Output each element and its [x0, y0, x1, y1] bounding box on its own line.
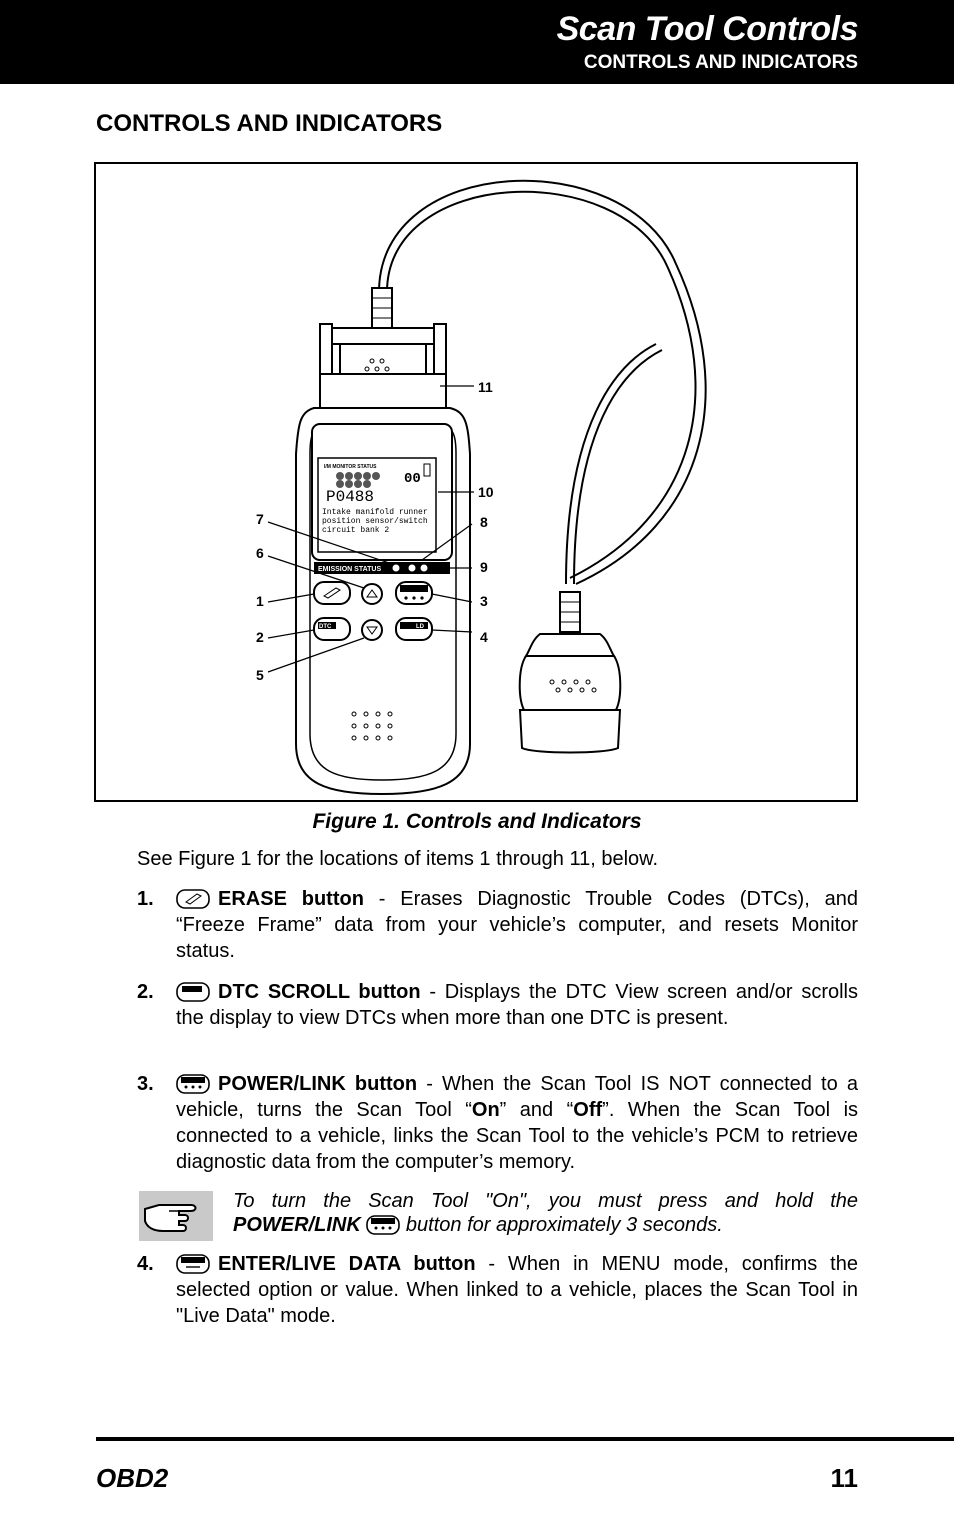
note-bold: POWER/LINK — [233, 1214, 361, 1236]
screen-line-3: circuit bank 2 — [322, 526, 389, 535]
off-word: Off — [573, 1099, 603, 1121]
callout-7: 7 — [256, 511, 264, 527]
list-item-erase: 1. ERASE button - Erases Diagnostic Trou… — [137, 886, 858, 964]
callout-5: 5 — [256, 667, 264, 683]
screen-line-2: position sensor/switch — [322, 517, 428, 526]
scan-tool-body: I/M MONITOR STATUS 00 P0488 Intake manif… — [295, 407, 471, 796]
page-header: Scan Tool Controls CONTROLS AND INDICATO… — [0, 0, 954, 84]
cable-outer — [378, 179, 707, 585]
section-heading: CONTROLS AND INDICATORS — [96, 110, 443, 137]
up-button — [361, 583, 383, 605]
item-text: - When in MENU mode, confirms the select… — [176, 1253, 858, 1327]
callout-9: 9 — [480, 559, 488, 575]
down-button — [361, 619, 383, 641]
on-word: On — [471, 1099, 500, 1121]
item-text: - When the Scan Tool IS NOT connected to… — [176, 1073, 858, 1121]
note-callout: To turn the Scan Tool "On", you must pre… — [137, 1189, 858, 1243]
footer-rule — [96, 1437, 954, 1441]
callout-1: 1 — [256, 593, 264, 609]
callout-10: 10 — [478, 484, 494, 500]
item-number: 1. — [137, 888, 154, 910]
header-title: Scan Tool Controls — [556, 10, 859, 48]
scan-tool-illustration: I/M MONITOR STATUS 00 P0488 Intake manif… — [256, 179, 707, 796]
page-number: 11 — [830, 1463, 859, 1493]
screen-code: P0488 — [326, 488, 374, 506]
item-label: DTC SCROLL button — [218, 981, 421, 1003]
item-number: 3. — [137, 1073, 154, 1095]
screen-line-1: Intake manifold runner — [322, 508, 428, 517]
screen-status-title: I/M MONITOR STATUS — [324, 464, 377, 470]
dtc-scroll-button-icon — [176, 982, 210, 1002]
item-text: - Displays the DTC View screen and/or sc… — [176, 981, 858, 1029]
callout-8: 8 — [480, 514, 488, 530]
figure-controls-indicators: I/M MONITOR STATUS 00 P0488 Intake manif… — [94, 162, 858, 802]
item-number: 2. — [137, 981, 154, 1003]
figure-caption: Figure 1. Controls and Indicators — [312, 810, 642, 833]
power-link-button-icon — [366, 1215, 401, 1235]
tool-connector — [319, 287, 447, 409]
item-label: ENTER/LIVE DATA button — [218, 1253, 476, 1275]
list-item-enter-live-data: 4. ENTER/LIVE DATA button - When in MENU… — [137, 1251, 858, 1329]
power-link-button-icon — [176, 1074, 210, 1094]
callout-6: 6 — [256, 545, 264, 561]
emission-status-label: EMISSION STATUS — [318, 566, 381, 573]
item-number: 4. — [137, 1253, 154, 1275]
erase-button — [313, 581, 351, 605]
item-label: ERASE button — [218, 888, 364, 910]
item-label: POWER/LINK button — [218, 1073, 418, 1095]
svg-text:LD: LD — [416, 624, 425, 630]
pointing-hand-icon — [139, 1191, 213, 1241]
cable-inner — [386, 190, 697, 579]
callout-2: 2 — [256, 629, 264, 645]
list-item-power-link: 3. POWER/LINK button - When the Scan Too… — [137, 1073, 859, 1173]
svg-text:DTC: DTC — [319, 624, 332, 630]
erase-button-icon — [176, 889, 210, 909]
header-subtitle: CONTROLS AND INDICATORS — [583, 52, 858, 73]
enter-live-data-button-icon — [176, 1254, 210, 1274]
intro-text: See Figure 1 for the locations of items … — [137, 848, 659, 870]
callout-4: 4 — [480, 629, 488, 645]
footer-product: OBD2 — [96, 1463, 169, 1493]
list-item-dtc-scroll: 2. DTC SCROLL button - Displays the DTC … — [137, 979, 858, 1031]
item-text: - Erases Diagnostic Trouble Codes (DTCs)… — [176, 888, 858, 962]
callout-11: 11 — [478, 379, 493, 395]
note-text: To turn the Scan Tool "On", you must pre… — [233, 1190, 858, 1236]
obd-connector — [518, 591, 622, 754]
svg-text:00: 00 — [404, 471, 421, 487]
callout-3: 3 — [480, 593, 488, 609]
